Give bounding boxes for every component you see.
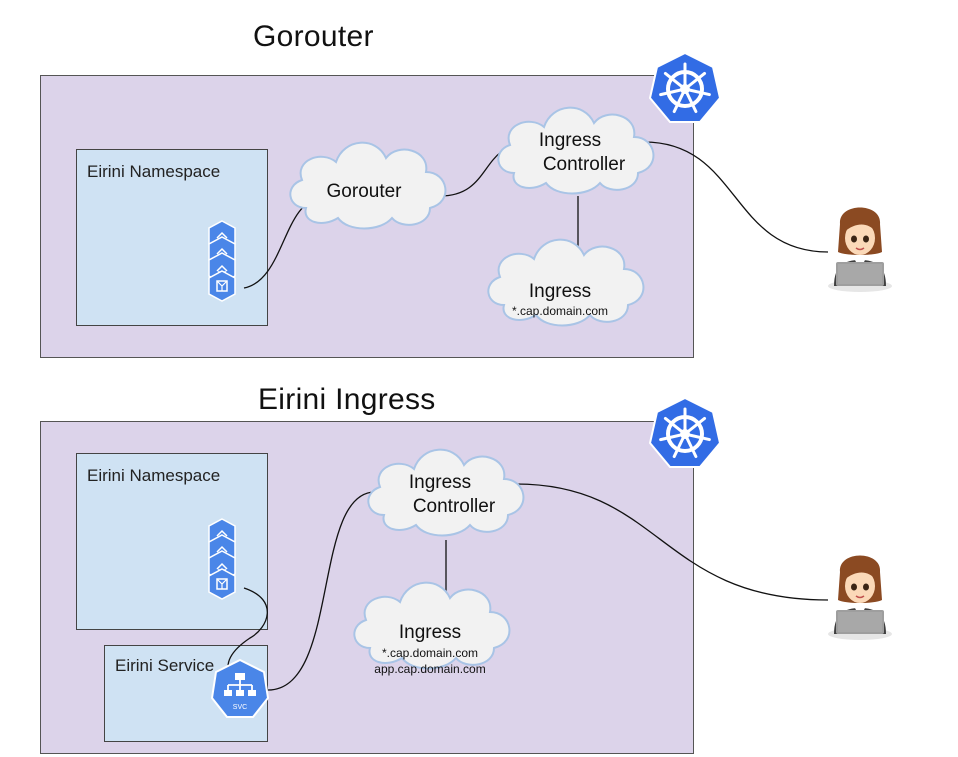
user-avatar-icon [827,206,893,293]
pod-stack-icon [209,221,235,301]
controller-label-line2: Controller [543,154,626,175]
gorouter-cloud-label: Gorouter [327,181,403,202]
connector-service-to-controller [267,491,376,691]
ingress-cloud: Ingress *.cap.domain.com [487,238,645,327]
ingress-label: Ingress [399,622,461,643]
panel-title: Eirini Ingress [258,383,436,416]
connector-controller-to-user [515,483,829,601]
eirini-namespace-box: Eirini Namespace [76,149,268,326]
controller-label-line1: Ingress [409,472,471,493]
gorouter-cloud: Gorouter [289,141,447,230]
ingress-controller-cloud: Ingress Controller [367,448,525,537]
controller-label-line2: Controller [413,496,496,517]
panel-title: Gorouter [253,20,374,53]
connector-controller-to-user [643,141,829,253]
kubernetes-logo-icon [648,51,722,124]
connector-pods-to-service [227,587,268,679]
ingress-controller-cloud: Ingress Controller [497,106,655,195]
ingress-label: Ingress [529,281,591,302]
service-icon: SVC [210,658,270,718]
controller-label-line1: Ingress [539,130,601,151]
namespace-label: Eirini Namespace [87,466,221,485]
eirini-namespace-box: Eirini Namespace [76,453,268,630]
pod-stack-icon [209,519,235,599]
kubernetes-logo-icon [648,396,722,469]
namespace-label: Eirini Namespace [87,162,221,181]
service-label: Eirini Service [115,656,215,675]
ingress-host-label: *.cap.domain.com [512,304,608,318]
ingress-host-label-2: app.cap.domain.com [374,662,485,676]
service-icon-label: SVC [233,704,247,711]
user-avatar-icon [827,554,893,641]
ingress-cloud: Ingress *.cap.domain.com app.cap.domain.… [353,581,511,676]
ingress-host-label: *.cap.domain.com [382,646,478,660]
